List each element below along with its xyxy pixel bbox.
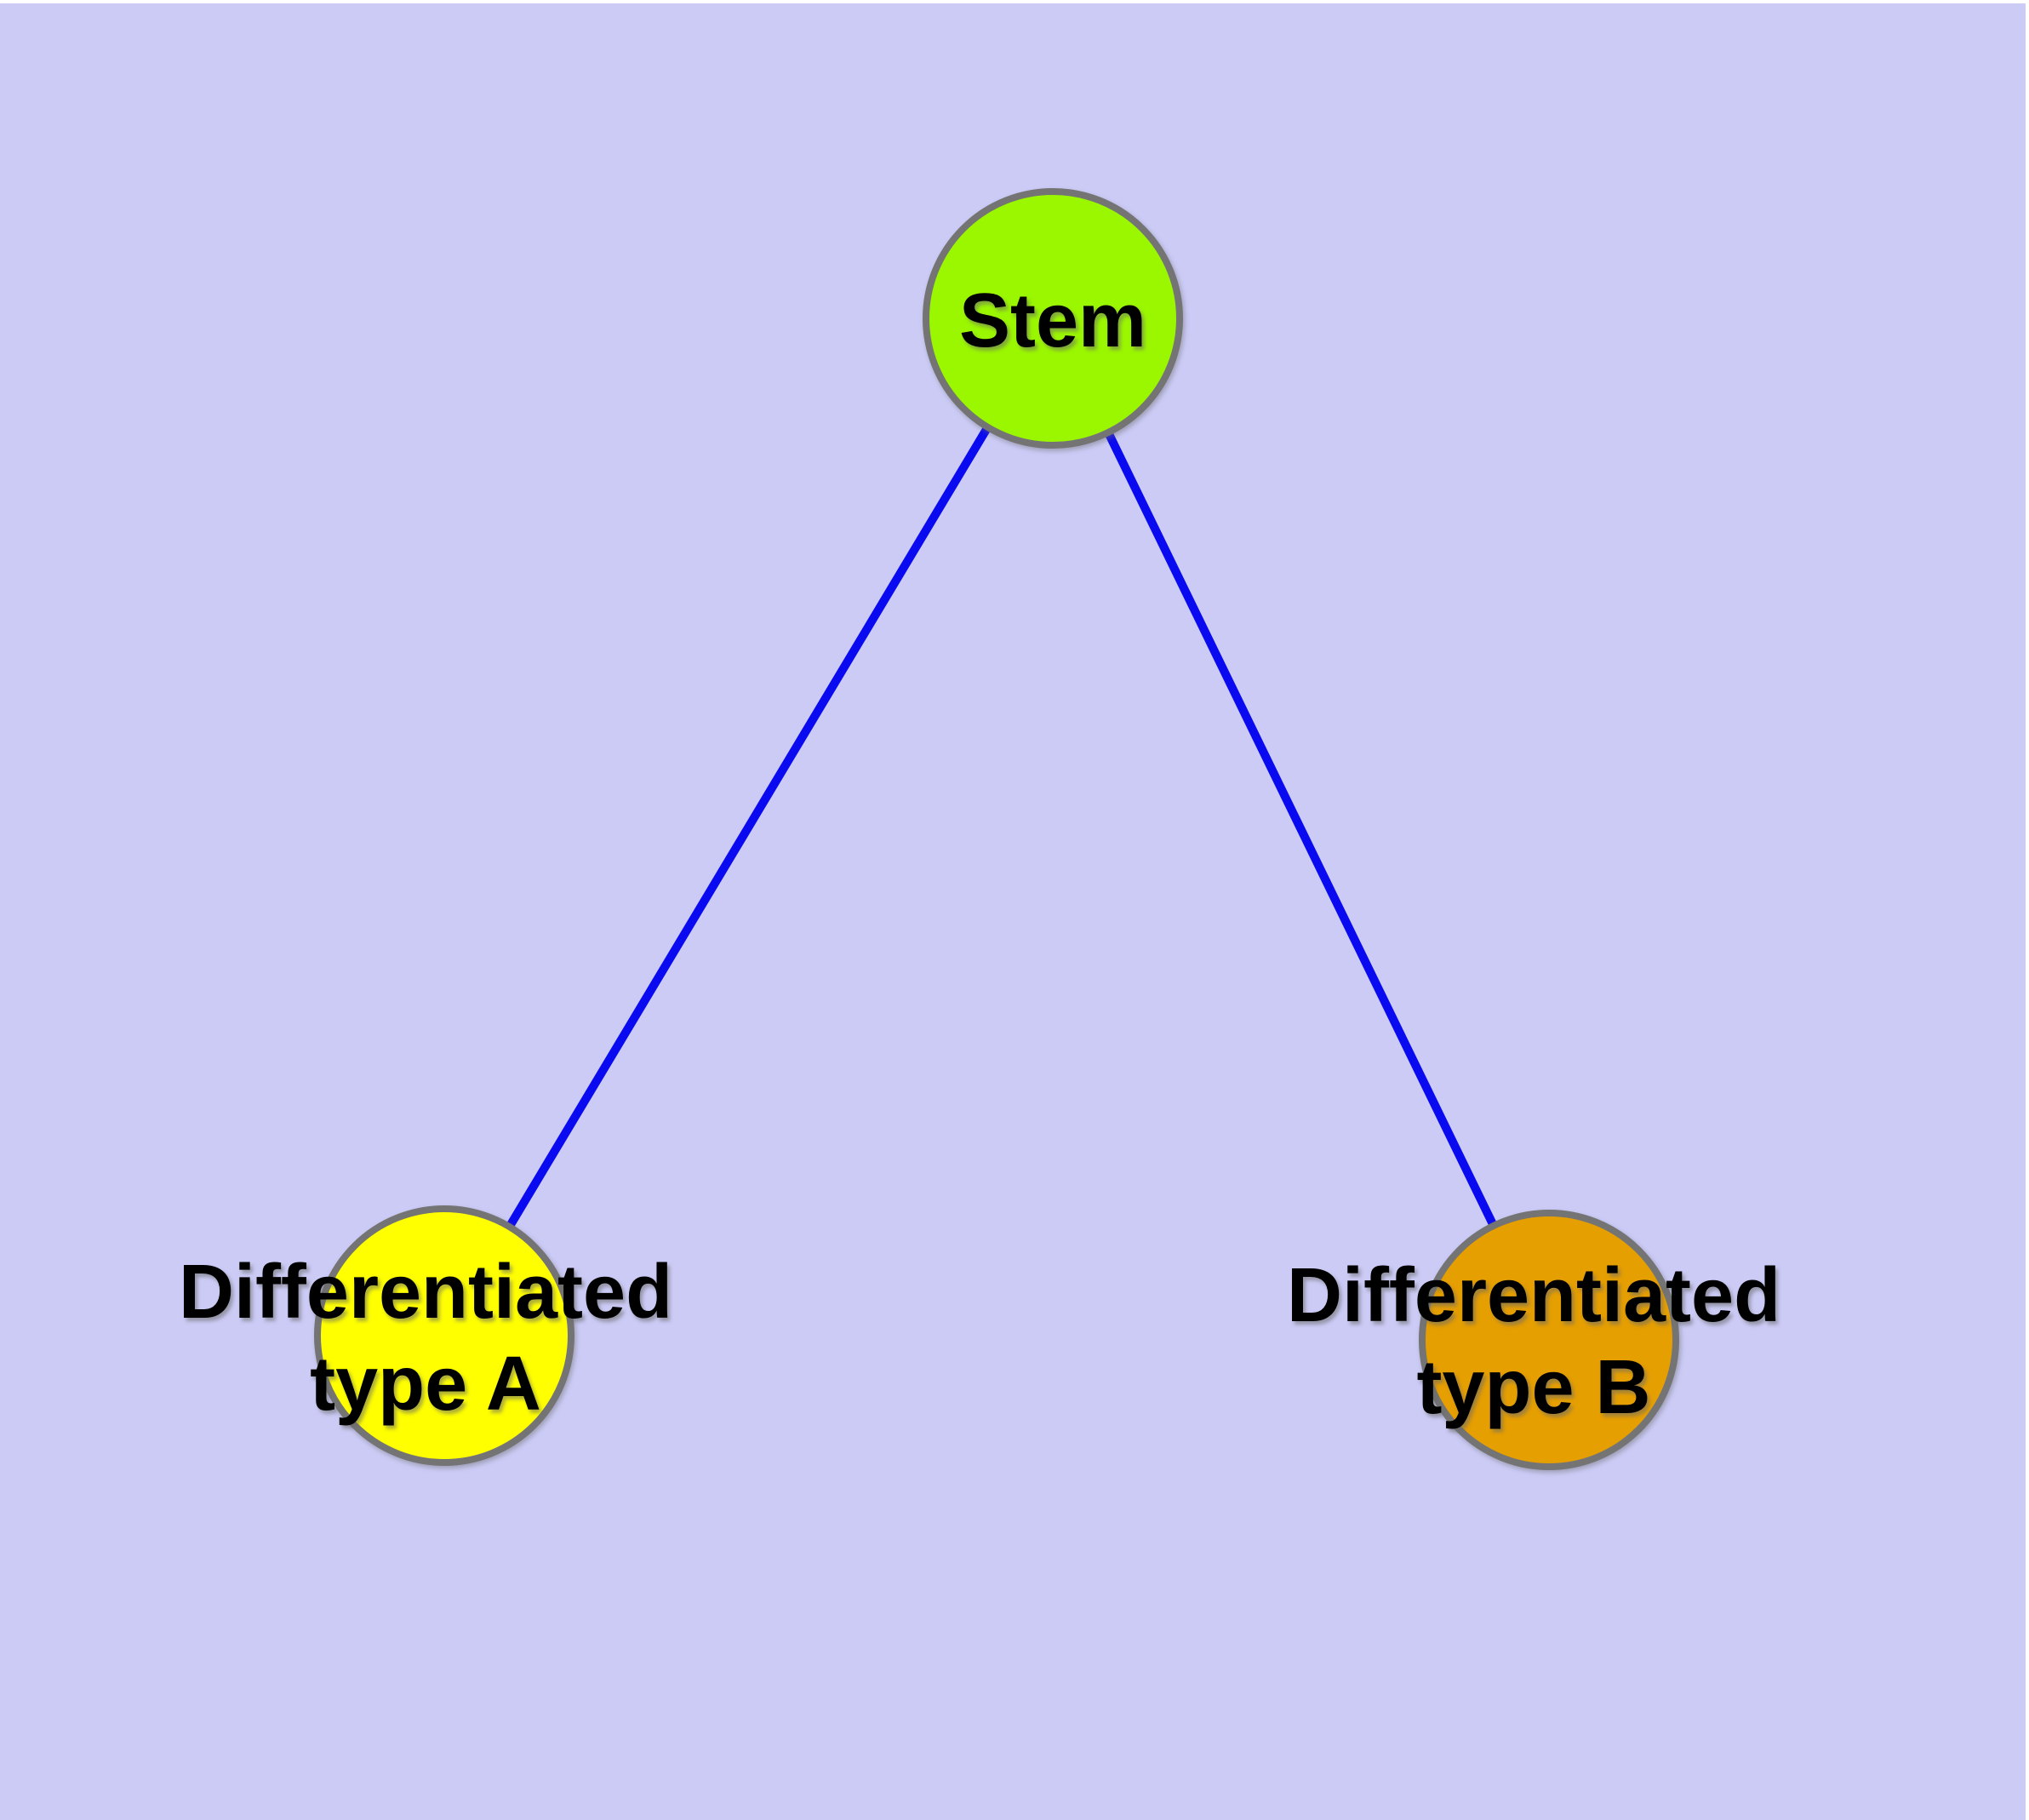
node-type-b-label-line-1: Differentiated [1286,1253,1781,1338]
node-stem-label: Stem [959,275,1146,367]
node-differentiated-type-b-label: Differentiated type B [1287,1250,1780,1434]
node-type-b-label-line-2: type B [1416,1345,1651,1430]
edge-stem-to-type-a [440,316,1057,1338]
edge-stem-to-type-b [1049,316,1553,1342]
node-differentiated-type-a-label: Differentiated type A [179,1246,672,1430]
node-stem-label-text: Stem [958,278,1147,363]
node-differentiated-type-a [314,1205,574,1466]
node-differentiated-type-b [1419,1210,1679,1470]
node-type-a-label-line-1: Differentiated [178,1250,673,1335]
node-stem [923,188,1183,449]
node-type-a-label-line-2: type A [310,1342,541,1427]
